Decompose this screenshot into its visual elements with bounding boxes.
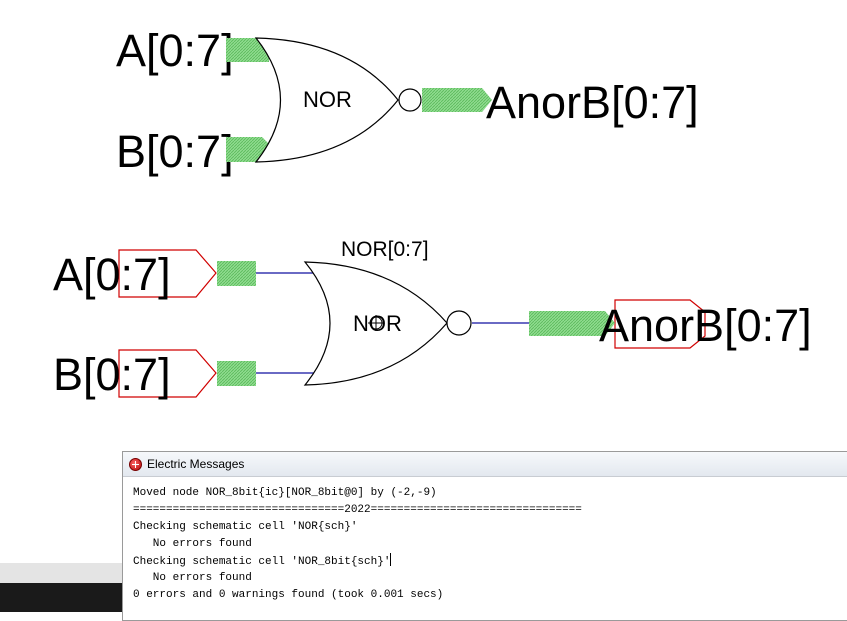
- export-pin-a[interactable]: [118, 249, 217, 298]
- log-line: No errors found: [133, 572, 252, 584]
- taskbar-edge: [0, 583, 122, 612]
- schem-inversion-bubble: [446, 310, 472, 336]
- icon-port-a[interactable]: [226, 38, 269, 62]
- schem-output-label: AnorB[0:7]: [599, 300, 812, 351]
- log-line: Checking schematic cell 'NOR{sch}': [133, 521, 358, 533]
- export-pin-b[interactable]: [118, 349, 217, 398]
- schem-input-b-label: B[0:7]: [53, 349, 171, 400]
- nor-schematic-view[interactable]: A[0:7] B[0:7] NOR NOR[0:7] AnorB[0:7]: [53, 238, 812, 400]
- icon-output-label: AnorB[0:7]: [486, 77, 699, 128]
- export-pin-output[interactable]: [614, 299, 706, 349]
- log-line: ================================2022====…: [133, 504, 582, 516]
- schem-pad-output[interactable]: [529, 311, 615, 336]
- log-line: Moved node NOR_8bit{ic}[NOR_8bit@0] by (…: [133, 487, 437, 499]
- schem-pad-b[interactable]: [217, 361, 256, 386]
- schem-pad-a[interactable]: [217, 261, 256, 286]
- electric-app-icon: [129, 457, 142, 471]
- messages-title: Electric Messages: [147, 457, 245, 471]
- icon-input-b-label: B[0:7]: [116, 126, 234, 177]
- icon-inversion-bubble: [398, 88, 422, 112]
- icon-nor-gate-body[interactable]: [254, 37, 399, 163]
- log-line: 0 errors and 0 warnings found (took 0.00…: [133, 589, 444, 601]
- messages-titlebar[interactable]: Electric Messages: [123, 452, 847, 477]
- icon-gate-label: NOR: [303, 87, 352, 112]
- instance-name-label: NOR[0:7]: [341, 238, 429, 261]
- text-caret: [390, 553, 392, 566]
- background-window-edge: [0, 563, 122, 583]
- log-line: No errors found: [133, 538, 252, 550]
- log-line-with-caret: Checking schematic cell 'NOR_8bit{sch}': [133, 553, 847, 570]
- messages-window[interactable]: Electric Messages Moved node NOR_8bit{ic…: [122, 451, 847, 621]
- messages-log[interactable]: Moved node NOR_8bit{ic}[NOR_8bit@0] by (…: [123, 477, 847, 604]
- icon-input-a-label: A[0:7]: [116, 25, 234, 76]
- icon-port-b[interactable]: [226, 137, 269, 162]
- icon-port-output[interactable]: [422, 88, 492, 112]
- log-line-text: Checking schematic cell 'NOR_8bit{sch}': [133, 556, 391, 568]
- nor-icon-view[interactable]: A[0:7] B[0:7] NOR AnorB[0:7]: [116, 25, 699, 177]
- crosshair-icon: [368, 315, 384, 331]
- schem-input-a-label: A[0:7]: [53, 249, 171, 300]
